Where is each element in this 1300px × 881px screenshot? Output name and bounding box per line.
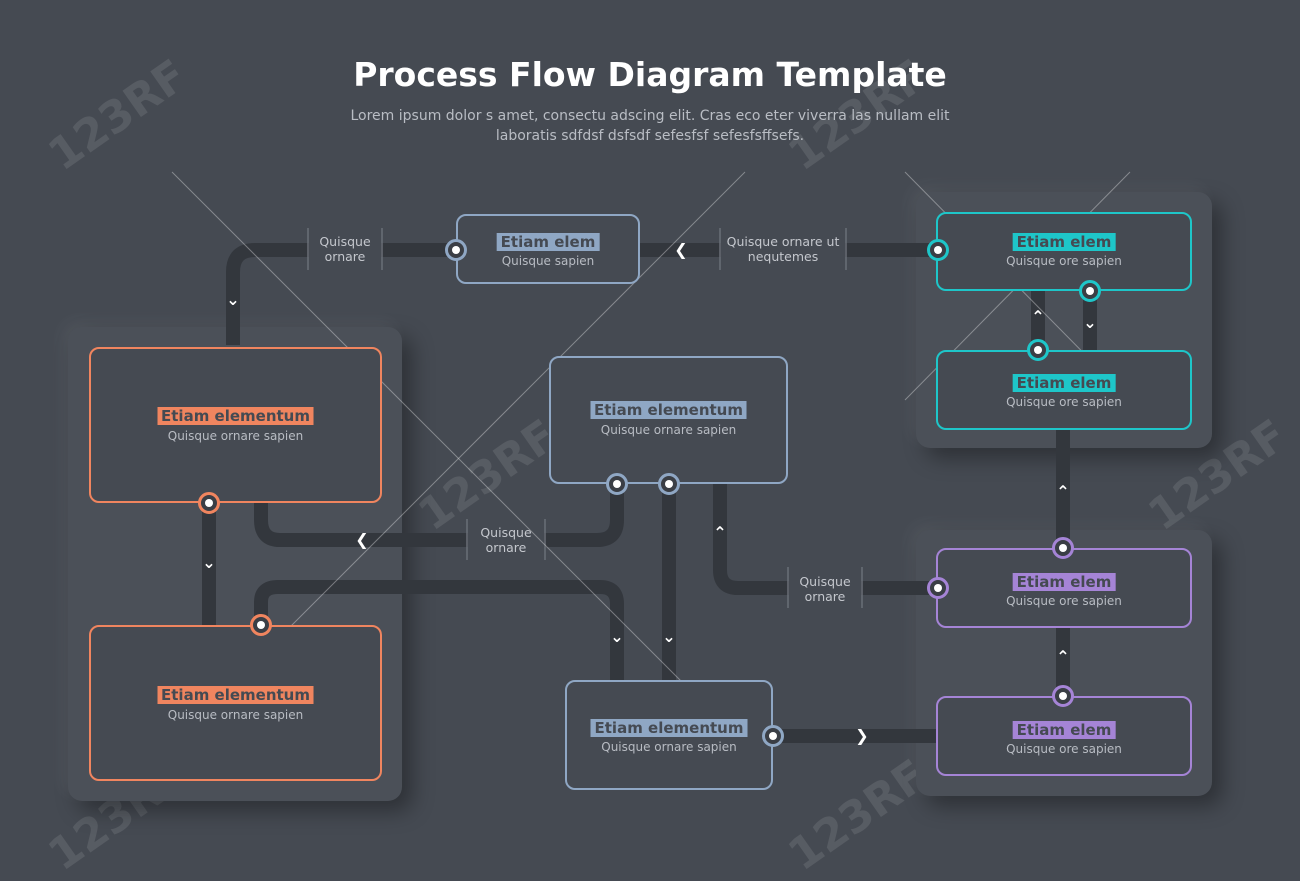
box-subtitle: Quisque ore sapien [1006,395,1122,409]
box-title: Etiam elem [1012,233,1116,251]
connector-node [198,492,220,514]
connector-node [658,473,680,495]
box-title: Etiam elementum [157,407,314,425]
chevron-up-icon: ⌃ [1031,307,1045,326]
connector-node [927,239,949,261]
box-subtitle: Quisque ore sapien [1006,254,1122,268]
chevron-up-icon: ⌃ [1056,482,1070,501]
connector-node [1052,685,1074,707]
connector-node [606,473,628,495]
box-title: Etiam elem [1012,721,1116,739]
chevron-up-icon: ⌃ [713,523,727,542]
process-box-top-center[interactable]: Etiam elem Quisque sapien [456,214,640,284]
process-box-teal-top[interactable]: Etiam elem Quisque ore sapien [936,212,1192,291]
connector-node [1052,537,1074,559]
chevron-left-icon: ❮ [674,240,688,259]
box-title: Etiam elementum [157,686,314,704]
box-title: Etiam elementum [590,719,748,737]
process-box-center[interactable]: Etiam elementum Quisque ornare sapien [549,356,788,484]
connector-node [1027,339,1049,361]
connector-node [1079,280,1101,302]
process-box-bottom-center[interactable]: Etiam elementum Quisque ornare sapien [565,680,773,790]
chevron-down-icon: ⌄ [202,553,216,572]
connector-label-top-right: Quisque ornare ut nequtemes [726,234,840,264]
connector-label-top-left: Quisque ornare [319,234,371,264]
box-title: Etiam elem [1012,374,1116,392]
chevron-down-icon: ⌄ [1083,313,1097,332]
box-subtitle: Quisque ore sapien [1006,742,1122,756]
chevron-down-icon: ⌄ [662,627,676,646]
chevron-up-icon: ⌃ [1056,647,1070,666]
connector-node [250,614,272,636]
box-subtitle: Quisque ornare sapien [600,423,737,437]
box-subtitle: Quisque ornare sapien [167,708,304,722]
chevron-right-icon: ❯ [855,726,869,745]
process-box-purple-bottom[interactable]: Etiam elem Quisque ore sapien [936,696,1192,776]
box-subtitle: Quisque ornare sapien [601,740,737,754]
chevron-down-icon: ⌄ [610,627,624,646]
box-subtitle: Quisque sapien [501,254,595,268]
chevron-down-icon: ⌄ [226,290,240,309]
box-subtitle: Quisque ore sapien [1006,594,1122,608]
connector-node [445,239,467,261]
connector-label-middle: Quisque ornare [480,525,532,555]
page-title: Process Flow Diagram Template [353,55,947,94]
box-title: Etiam elem [496,233,600,251]
process-box-orange-top[interactable]: Etiam elementum Quisque ornare sapien [89,347,382,503]
connector-node [927,577,949,599]
process-box-teal-bottom[interactable]: Etiam elem Quisque ore sapien [936,350,1192,430]
process-box-orange-bottom[interactable]: Etiam elementum Quisque ornare sapien [89,625,382,781]
connector-node [762,725,784,747]
box-title: Etiam elem [1012,573,1116,591]
chevron-left-icon: ❮ [355,530,369,549]
box-subtitle: Quisque ornare sapien [167,429,304,443]
connector-label-right: Quisque ornare [799,574,851,604]
process-box-purple-top[interactable]: Etiam elem Quisque ore sapien [936,548,1192,628]
page-description: Lorem ipsum dolor s amet, consectu adsci… [350,108,950,144]
box-title: Etiam elementum [590,401,747,419]
